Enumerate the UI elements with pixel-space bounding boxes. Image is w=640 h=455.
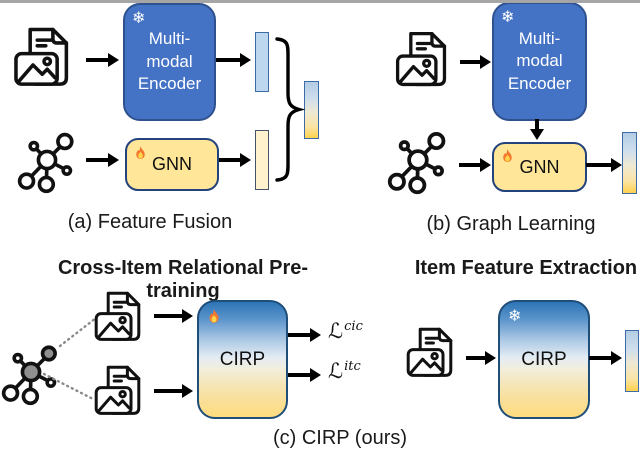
graph-network-relation-icon [1, 345, 57, 406]
document-image-icon [395, 31, 447, 87]
cirp-box-extract: ❄ CIRP [498, 300, 590, 419]
document-image-icon [406, 327, 453, 377]
cirp-label-extract: CIRP [521, 348, 567, 370]
arrow-a-gnn-to-bar [219, 158, 240, 162]
arrow-b-gnn-to-bar [586, 163, 611, 167]
fire-icon [136, 146, 145, 159]
graph-learned-embedding-bar [622, 132, 637, 194]
gnn-box-b: GNN [492, 142, 587, 192]
gnn-box-a: GNN [125, 138, 219, 191]
arrow-c-item2-to-cirp [154, 389, 182, 393]
section-divider [0, 0, 640, 3]
arrow-c-cirp-to-loss-cic [288, 333, 310, 337]
encoder-label-a: Multi-modal Encoder [137, 29, 202, 94]
loss-cic-base: ℒ [328, 319, 344, 343]
graph-embedding-bar [255, 130, 269, 190]
arrow-b-graph-to-gnn [459, 163, 480, 167]
extract-heading: Item Feature Extraction [414, 257, 638, 279]
loss-itc-base: ℒ [328, 359, 344, 383]
document-image-icon [14, 27, 69, 86]
gnn-label-b: GNN [519, 156, 560, 177]
loss-itc-sup: itc [344, 359, 361, 374]
caption-c: (c) CIRP (ours) [272, 427, 408, 449]
encoder-label-b: Multi-modal Encoder [507, 28, 572, 93]
fire-icon [503, 149, 512, 162]
arrow-c-item1-to-cirp [154, 314, 182, 318]
fire-icon [209, 309, 219, 323]
arrow-b-doc-to-encoder [460, 60, 480, 64]
gnn-label-a: GNN [152, 154, 192, 174]
graph-network-icon [17, 132, 74, 194]
caption-a: (a) Feature Fusion [67, 211, 233, 233]
caption-b: (b) Graph Learning [426, 213, 596, 235]
arrow-c-cirp-to-loss-itc [288, 373, 310, 377]
fusion-brace [275, 37, 306, 182]
snowflake-icon: ❄ [501, 9, 515, 26]
loss-itc-label: ℒitc [328, 359, 361, 383]
encoder-box-a: ❄ Multi-modal Encoder [123, 3, 216, 121]
pretrain-heading: Cross-Item Relational Pre-training [57, 257, 309, 302]
snowflake-icon: ❄ [132, 10, 146, 27]
arrow-a-graph-to-gnn [86, 158, 108, 162]
text-image-embedding-bar [255, 32, 269, 92]
arrow-a-encoder-to-bar [216, 58, 240, 62]
document-image-icon [94, 365, 141, 415]
document-image-icon [94, 291, 141, 341]
loss-cic-label: ℒcic [328, 319, 363, 343]
arrow-c-cirp-to-bar [589, 356, 611, 360]
snowflake-icon: ❄ [508, 308, 522, 325]
cirp-label-pretrain: CIRP [219, 348, 266, 370]
loss-cic-sup: cic [344, 319, 363, 334]
arrow-b-encoder-to-gnn [535, 119, 539, 129]
fused-embedding-bar [304, 81, 319, 139]
item-feature-bar [625, 330, 639, 392]
arrow-c-item-to-cirp [466, 356, 485, 360]
cirp-box-pretrain: CIRP [197, 300, 288, 419]
graph-network-icon [387, 131, 446, 195]
arrow-a-doc-to-encoder [86, 58, 108, 62]
encoder-box-b: ❄ Multi-modal Encoder [492, 2, 587, 121]
